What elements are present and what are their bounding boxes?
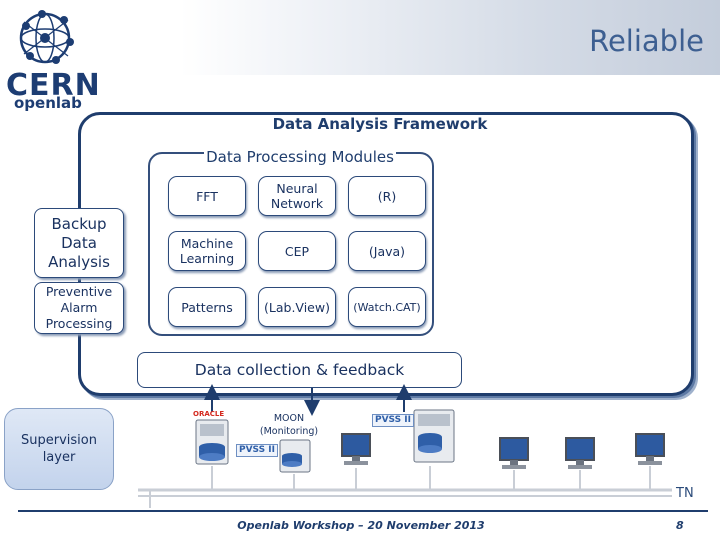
monitor-icon xyxy=(565,437,595,469)
moon-monitoring-label: MOON (Monitoring) xyxy=(259,413,319,437)
pvss-label-1: PVSS II xyxy=(236,444,278,457)
monitor-icon xyxy=(635,433,665,465)
slide-title: Reliable xyxy=(589,24,704,58)
module-fft: FFT xyxy=(168,176,246,216)
module-r: (R) xyxy=(348,176,426,216)
cern-logo-text: CERN xyxy=(6,68,101,103)
footer-text: Openlab Workshop – 20 November 2013 xyxy=(237,519,485,532)
module-patterns: Patterns xyxy=(168,287,246,327)
framework-title: Data Analysis Framework xyxy=(272,115,488,133)
pvss-label-2: PVSS II xyxy=(372,414,414,427)
monitor-icon xyxy=(341,433,371,465)
openlab-logo-text: openlab xyxy=(14,94,82,112)
database-server-icon xyxy=(279,439,311,473)
module-labview: (Lab.View) xyxy=(258,287,336,327)
database-server-icon xyxy=(413,409,455,463)
module-neural-network: Neural Network xyxy=(258,176,336,216)
footer-divider xyxy=(18,510,708,512)
monitor-icon xyxy=(499,437,529,469)
globe-icon xyxy=(19,10,74,64)
backup-analysis-box: Backup Data Analysis xyxy=(34,208,124,278)
oracle-label: ORACLE xyxy=(193,410,225,418)
module-java: (Java) xyxy=(348,231,426,271)
module-cep: CEP xyxy=(258,231,336,271)
header-band xyxy=(0,0,720,75)
network-label: TN xyxy=(676,486,694,501)
database-server-icon xyxy=(195,419,229,465)
page-number: 8 xyxy=(676,519,684,532)
module-machine-learning: Machine Learning xyxy=(168,231,246,271)
module-watchcat: (Watch.CAT) xyxy=(348,287,426,327)
data-collection-box: Data collection & feedback xyxy=(137,352,462,388)
supervision-layer-box: Supervision layer xyxy=(4,408,114,490)
alarm-processing-box: Preventive Alarm Processing xyxy=(34,282,124,334)
processing-modules-title: Data Processing Modules xyxy=(204,148,396,166)
